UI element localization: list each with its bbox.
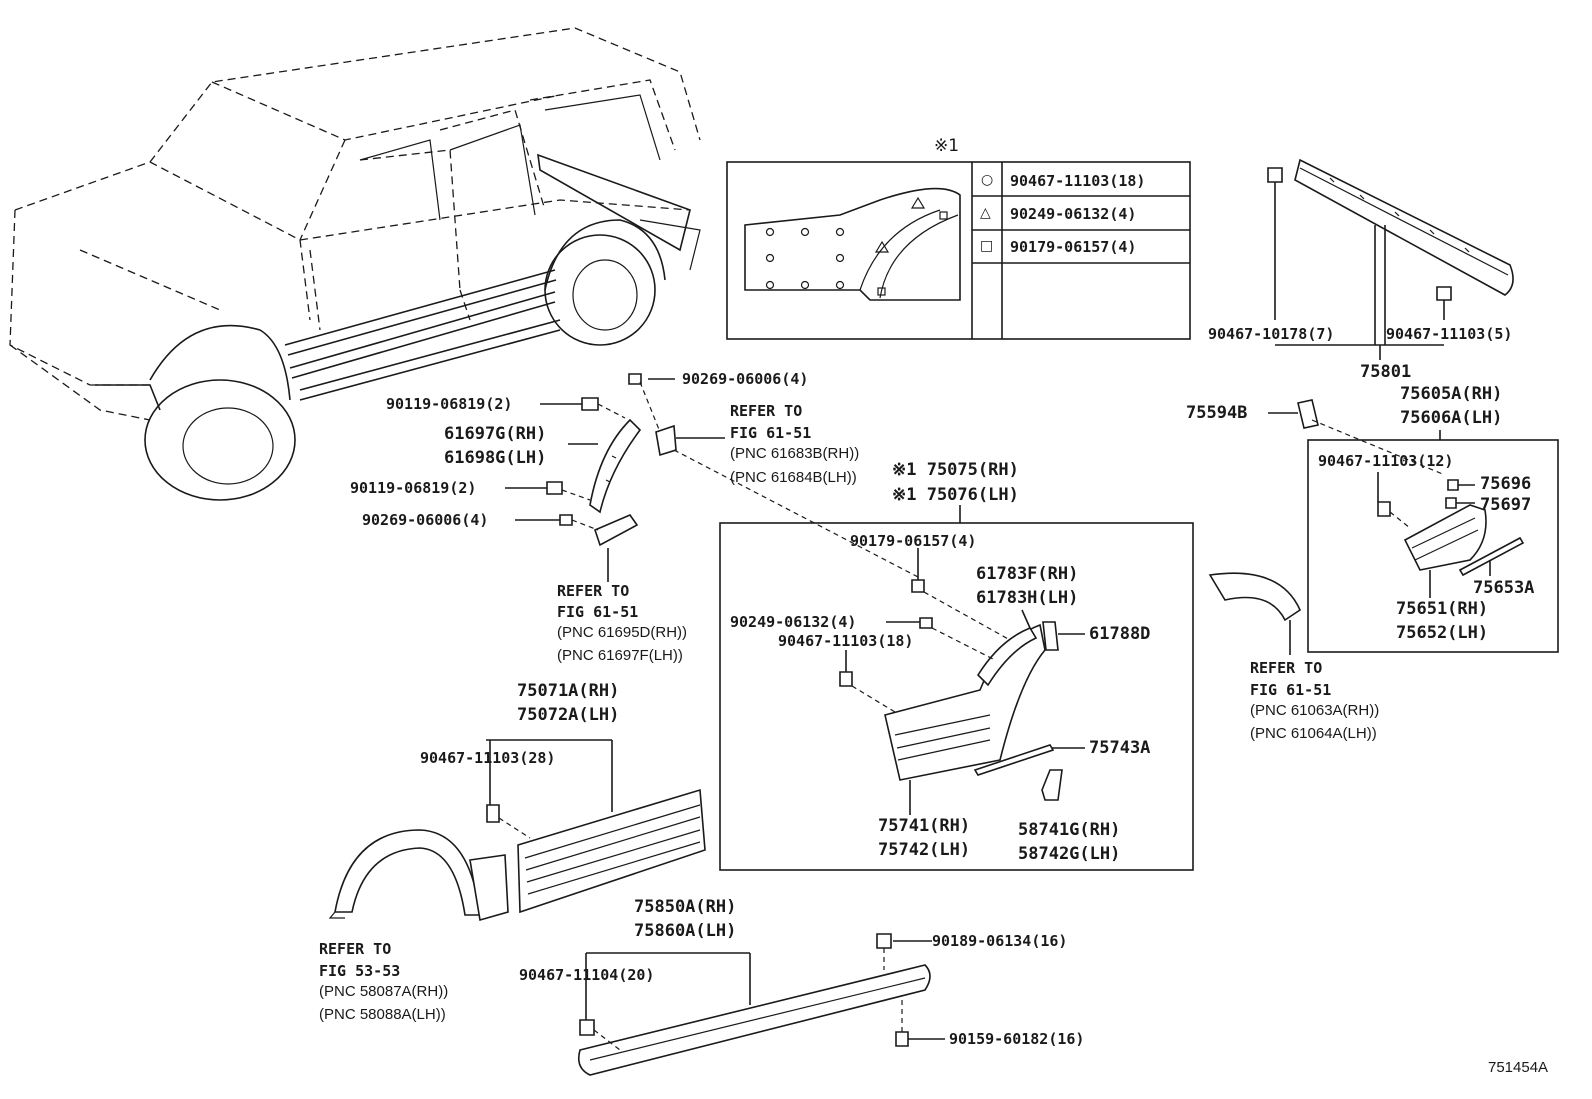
legend-triangle-part: 90249-06132(4) [1010,205,1137,223]
part-label: 61783H(LH) [976,588,1079,608]
part-label: 90467-10178(7) [1208,325,1335,343]
pnc-label: (PNC 61064A(LH)) [1250,725,1377,742]
part-label: 75072A(LH) [517,705,620,725]
pnc-label: (PNC 61695D(RH)) [557,624,688,641]
legend-box [726,161,1191,340]
part-label: 90179-06157(4) [850,532,977,550]
part-label: ※1 75076(LH) [892,485,1019,505]
pnc-label: (PNC 61063A(RH)) [1250,702,1380,719]
refer-label: FIG 53-53 [319,962,401,980]
legend-title: ※1 [934,136,960,156]
part-label: 90467-11104(20) [519,966,655,984]
part-label: 75594B [1186,403,1248,423]
part-label: 90119-06819(2) [350,479,477,497]
refer-label: REFER TO [557,582,630,600]
part-label: 58742G(LH) [1018,844,1121,864]
part-label: 75651(RH) [1396,599,1489,619]
part-label: ※1 75075(RH) [892,460,1019,480]
part-label: 75860A(LH) [634,921,737,941]
part-label: 90467-11103(12) [1318,452,1454,470]
part-label: 90467-11103(28) [420,749,556,767]
part-label: 75696 [1480,474,1532,494]
roof-rail-group [1267,158,1514,360]
refer-label: FIG 61-51 [1250,681,1332,699]
part-label: 75605A(RH) [1400,384,1503,404]
part-label: 90467-11103(18) [778,632,914,650]
part-label: 61783F(RH) [976,564,1079,584]
part-label: 75606A(LH) [1400,408,1503,428]
part-label: 90189-06134(16) [932,932,1068,950]
part-label: 61698G(LH) [444,448,547,468]
pnc-label: (PNC 61683B(RH)) [730,445,860,462]
part-label: 90159-60182(16) [949,1030,1085,1048]
legend-square-part: 90179-06157(4) [1010,238,1137,256]
refer-label: FIG 61-51 [557,603,639,621]
part-label: 90269-06006(4) [682,370,809,388]
vehicle-illustration [9,27,701,501]
part-label: 75801 [1360,362,1412,382]
part-label: 90467-11103(5) [1386,325,1513,343]
pnc-label: (PNC 61697F(LH)) [557,647,683,664]
refer-label: REFER TO [1250,659,1323,677]
legend-square-symbol: □ [980,238,994,254]
legend-circle-part: 90467-11103(18) [1010,172,1146,190]
figure-id: 751454A [1488,1059,1549,1076]
part-label: 90249-06132(4) [730,613,857,631]
legend-triangle-symbol: △ [980,205,991,221]
part-label: 61788D [1089,624,1151,644]
part-label: 75742(LH) [878,840,971,860]
rear-panel-box [719,505,1194,871]
part-label: 75697 [1480,495,1532,515]
refer-label: FIG 61-51 [730,424,812,442]
front-side-group [328,739,945,1076]
refer-label: REFER TO [730,402,803,420]
fender-bracket-group [505,373,921,582]
part-label: 90269-06006(4) [362,511,489,529]
legend-circle-symbol: ○ [981,172,994,188]
part-label: 75850A(RH) [634,897,737,917]
part-label: 75741(RH) [878,816,971,836]
pnc-label: (PNC 61684B(LH)) [730,469,857,486]
rear-end-box [1208,399,1559,655]
part-label: 58741G(RH) [1018,820,1121,840]
refer-label: REFER TO [319,940,392,958]
pnc-label: (PNC 58088A(LH)) [319,1006,446,1023]
part-label: 75071A(RH) [517,681,620,701]
part-label: 75653A [1473,578,1535,598]
part-label: 75652(LH) [1396,623,1489,643]
pnc-label: (PNC 58087A(RH)) [319,983,449,1000]
part-label: 90119-06819(2) [386,395,513,413]
part-label: 75743A [1089,738,1151,758]
part-label: 61697G(RH) [444,424,547,444]
